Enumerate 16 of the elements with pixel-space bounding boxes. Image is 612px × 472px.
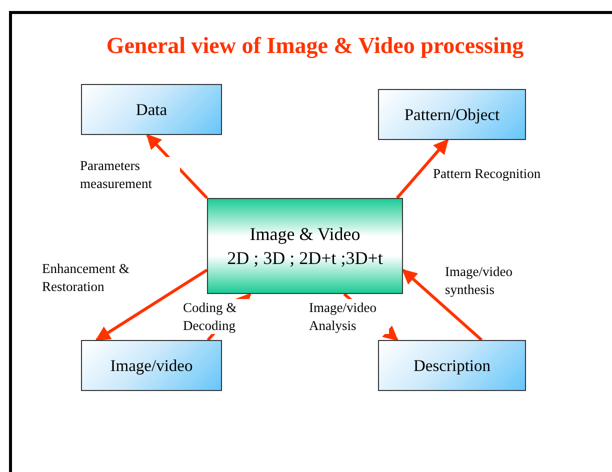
process-box (81, 84, 222, 135)
node-label: Description (414, 356, 490, 376)
arrow (396, 138, 449, 199)
diagram-title: General view of Image & Video processing (105, 33, 525, 59)
node-label: Image & Video (248, 222, 362, 246)
process-box (378, 89, 526, 140)
node-label: 2D ; 3D ; 2D+t ;3D+t (227, 247, 383, 270)
node-label: Data (136, 100, 168, 120)
arrow (95, 268, 208, 342)
process-box (81, 340, 222, 391)
edge-label: Image/video Analysis (309, 299, 389, 334)
node-label: Image/video (110, 356, 193, 376)
process-box (378, 340, 526, 391)
central-box (207, 198, 403, 294)
arrow (402, 268, 483, 342)
node-label: Pattern/Object (404, 104, 500, 124)
